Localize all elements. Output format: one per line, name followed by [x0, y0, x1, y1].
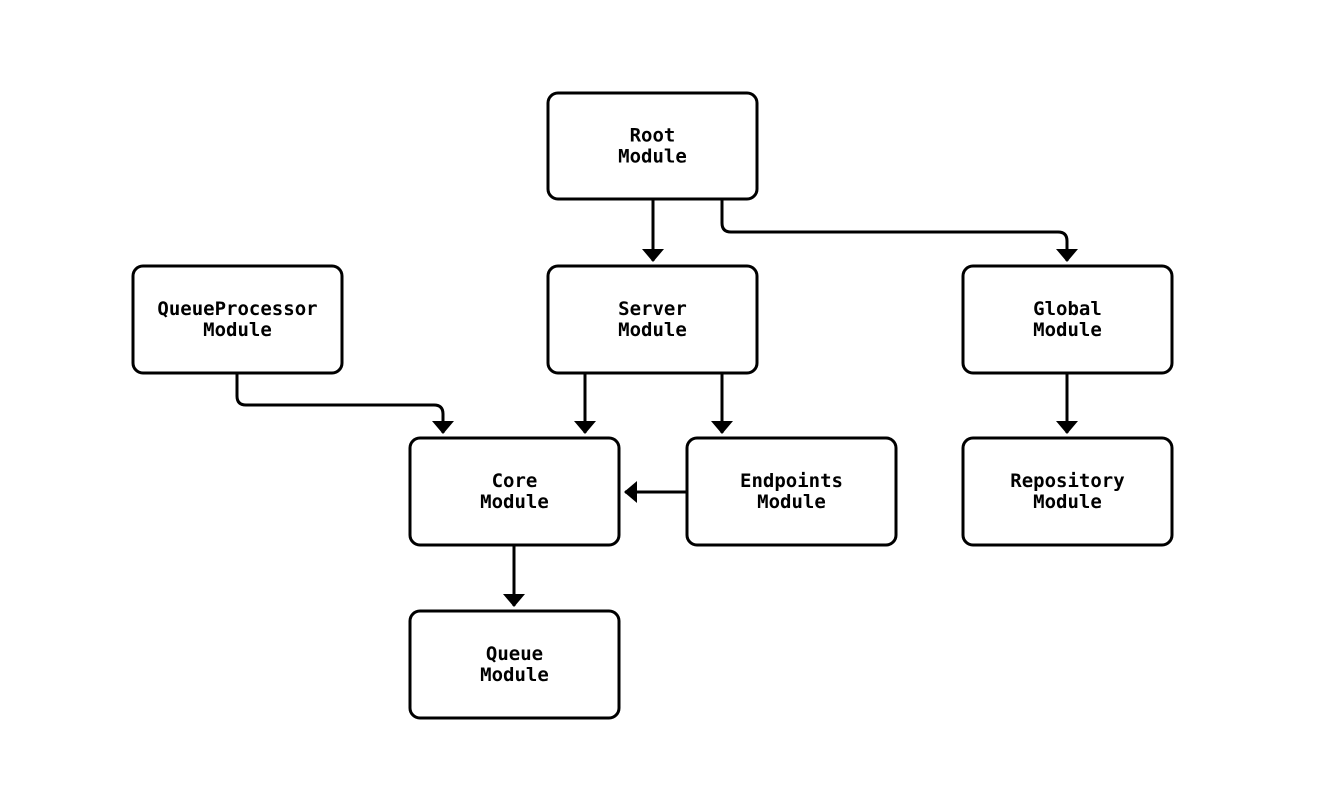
- edge-queueprocessor-module-to-core-module: [235, 374, 454, 434]
- node-server-module-box: [546, 264, 759, 375]
- node-queueprocessor-module-box: [131, 264, 344, 375]
- node-repository-module-box: [961, 436, 1174, 547]
- node-root-module-box: [546, 91, 759, 201]
- edges-layer: [235, 199, 1078, 607]
- node-core-module-box: [408, 436, 621, 547]
- node-endpoints-module-box: [685, 436, 898, 547]
- node-global-module-box: [961, 264, 1174, 375]
- edge-root-module-to-global-module: [720, 199, 1078, 262]
- node-queue-module-box: [408, 609, 621, 720]
